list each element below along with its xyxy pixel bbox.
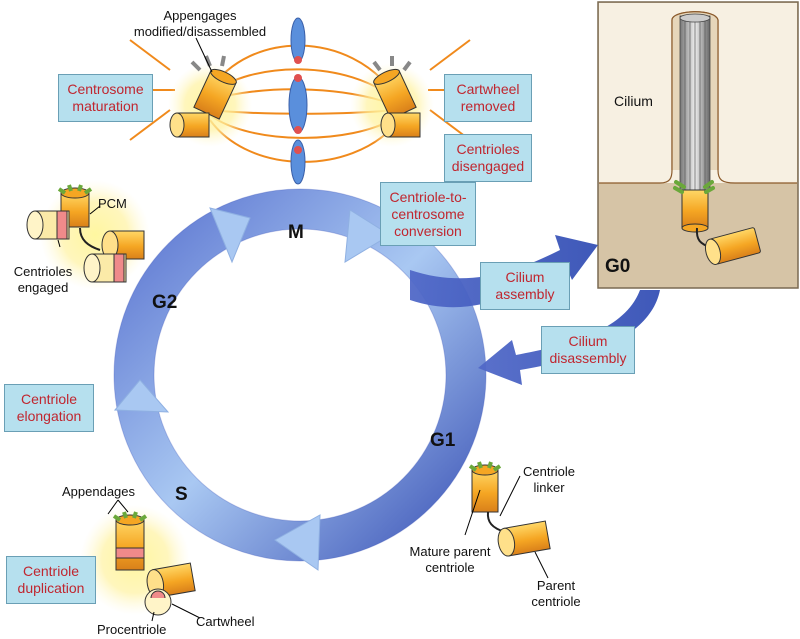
cell-cycle-ring — [113, 188, 487, 571]
phase-label-g1: G1 — [430, 430, 456, 451]
box-cilium-assembly: Cilium assembly — [480, 262, 570, 310]
arrowhead-g2 — [209, 207, 251, 264]
centrosome-left — [168, 55, 252, 147]
box-centriole-elongation: Centriole elongation — [4, 384, 94, 432]
to-g0-arrow — [410, 235, 598, 308]
box-centriole-duplication: Centriole duplication — [6, 556, 96, 604]
chromosomes — [288, 17, 308, 185]
label-centrioles-engaged: Centrioles engaged — [13, 264, 73, 295]
phase-label-g2: G2 — [152, 292, 178, 313]
label-pcm: PCM — [98, 196, 127, 211]
centrosome-right — [350, 56, 434, 147]
label-appendages-modified: Appengages modified/disassembled — [133, 8, 267, 39]
centrosome-s — [80, 499, 201, 622]
label-appendages: Appendages — [62, 484, 136, 499]
label-parent-centriole: Parent centriole — [531, 578, 581, 609]
box-cilium-disassembly: Cilium disassembly — [541, 326, 635, 374]
centrosome-g2 — [26, 180, 150, 290]
phase-label-s: S — [175, 484, 188, 505]
g0-cell-panel — [597, 1, 799, 289]
arrowhead-m — [344, 209, 391, 263]
centrosome-g1 — [464, 461, 551, 579]
box-centrioles-disengaged: Centrioles disengaged — [444, 134, 532, 182]
box-cartwheel-removed: Cartwheel removed — [444, 74, 532, 122]
box-centriole-to-centrosome-conversion: Centriole-to- centrosome conversion — [380, 182, 476, 246]
box-centrosome-maturation: Centrosome maturation — [58, 74, 153, 122]
label-centriole-linker: Centriole linker — [522, 464, 576, 495]
arrowhead-s — [113, 379, 170, 413]
label-mature-parent-centriole: Mature parent centriole — [409, 544, 491, 575]
arrowhead-g1 — [274, 514, 321, 571]
label-procentriole: Procentriole — [97, 622, 167, 637]
phase-label-g0: G0 — [605, 256, 631, 277]
label-cartwheel: Cartwheel — [196, 614, 255, 629]
label-cilium: Cilium — [614, 93, 653, 109]
phase-label-m: M — [288, 222, 304, 243]
from-g0-arrow — [478, 290, 660, 385]
